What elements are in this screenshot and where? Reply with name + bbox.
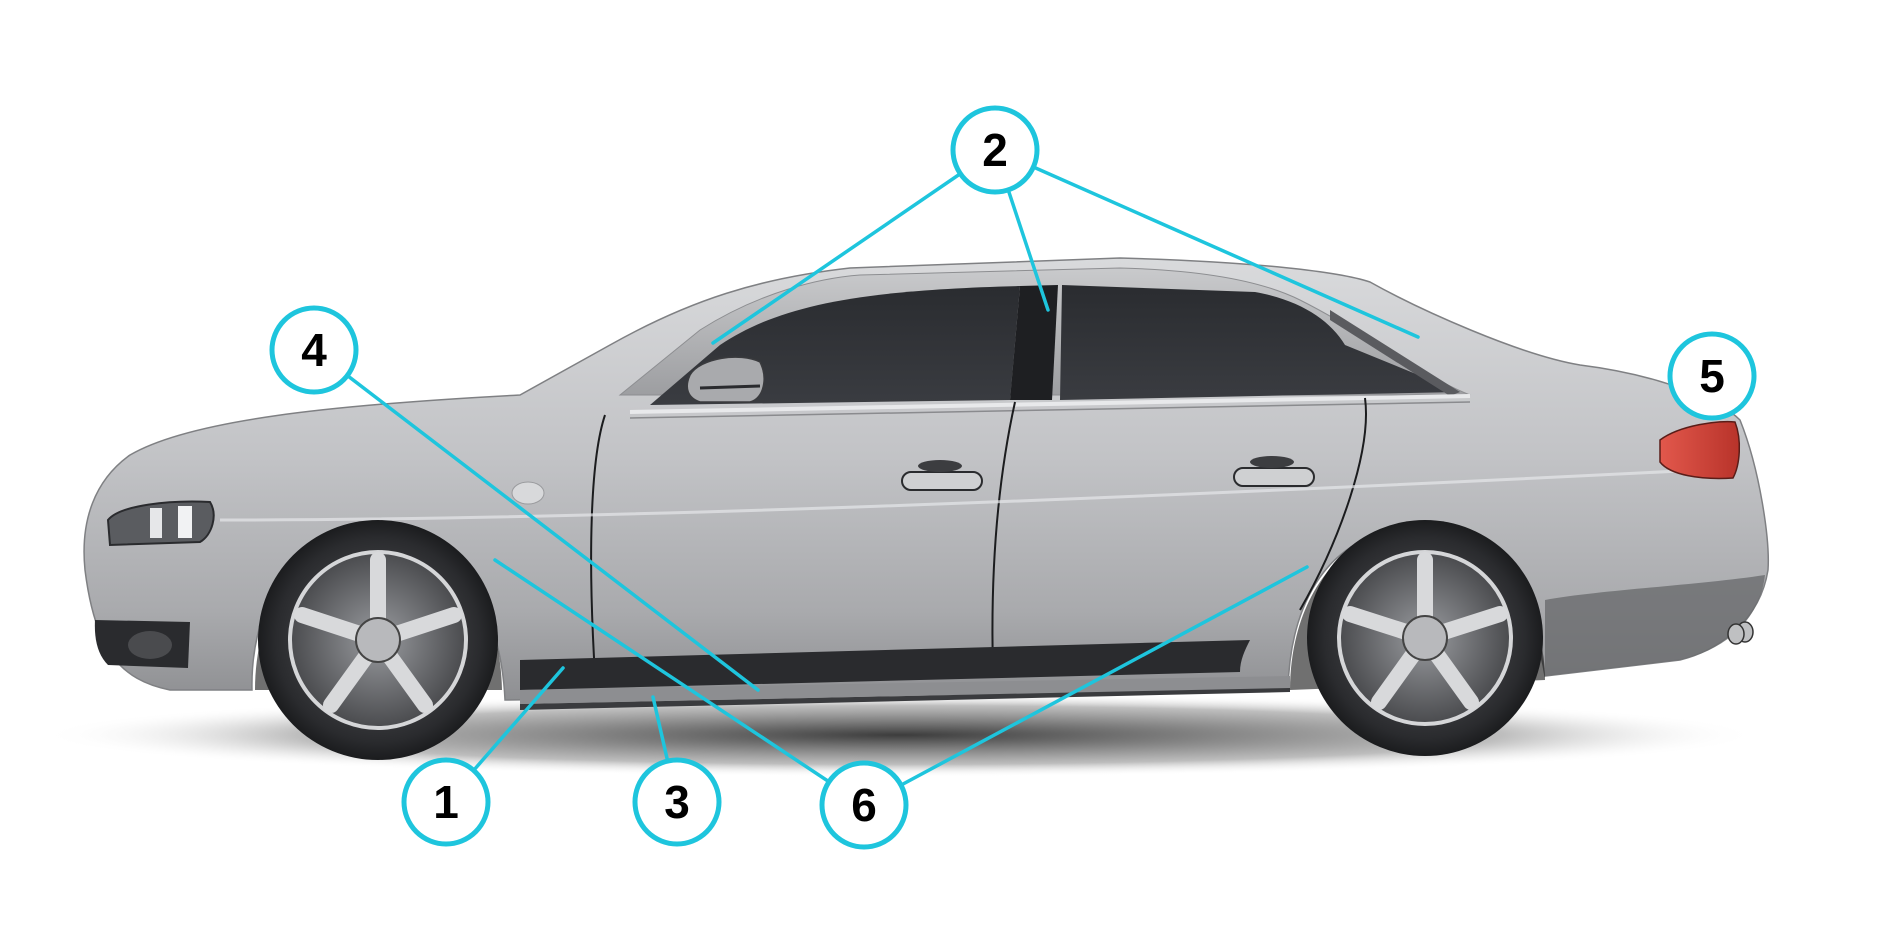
b-pillar: [1010, 285, 1058, 400]
callout-3: 3: [632, 757, 722, 847]
callout-4: 4: [269, 305, 359, 395]
front-door-seam: [590, 414, 606, 676]
callout-label-3: 3: [664, 776, 690, 828]
callout-label-6: 6: [851, 779, 877, 831]
callout-label-5: 5: [1699, 350, 1725, 402]
leader-line-2a: [711, 148, 997, 345]
callout-label-4: 4: [301, 324, 327, 376]
side-skirt-dark: [520, 640, 1250, 690]
leader-line-4: [312, 348, 760, 692]
leader-line-2c: [993, 148, 1420, 339]
callout-label-1: 1: [433, 776, 459, 828]
rear-door-handle: [1233, 456, 1315, 487]
front-wheel: [255, 520, 502, 760]
leader-line-6b: [862, 565, 1309, 807]
callout-1: 1: [401, 757, 491, 847]
callout-2: 2: [950, 105, 1040, 195]
rear-door-seam: [1299, 397, 1367, 611]
tail-light: [1659, 420, 1741, 480]
rocker-panel: [520, 676, 1290, 704]
fuel-cap: [511, 481, 545, 505]
callout-6: 6: [819, 760, 909, 850]
rear-wheel: [1290, 520, 1545, 756]
front-door-handle: [901, 460, 983, 491]
rear-window: [1060, 285, 1460, 400]
side-mirror: [686, 356, 765, 403]
car-body: [83, 257, 1769, 710]
exhaust-tips: [1727, 621, 1754, 645]
middle-door-seam: [991, 401, 1016, 671]
callout-5: 5: [1667, 331, 1757, 421]
callout-label-2: 2: [982, 124, 1008, 176]
leader-line-6a: [493, 558, 866, 807]
